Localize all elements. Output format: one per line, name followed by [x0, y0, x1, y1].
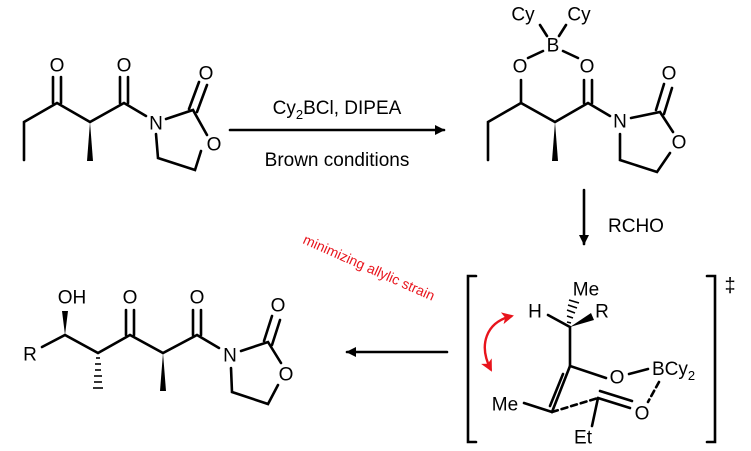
- atom-label: O: [662, 64, 677, 85]
- atom-label: N: [613, 112, 627, 133]
- starting-material: O O N O O: [22, 56, 222, 172]
- atom-label: OH: [58, 288, 87, 309]
- atom-label: O: [199, 64, 214, 85]
- atom-label: O: [123, 288, 138, 309]
- atom-label: N: [223, 346, 237, 367]
- atom-label: R: [23, 345, 37, 366]
- atom-label: O: [610, 368, 625, 389]
- atom-label: Cy: [567, 5, 591, 26]
- atom-label: Et: [574, 428, 593, 449]
- allylic-strain-annotation: minimizing allylic strain: [301, 231, 438, 304]
- transition-state: ‡ Me H R O BCy2 O Me Et: [466, 274, 736, 449]
- atom-label-bcy2: BCy2: [652, 359, 695, 383]
- boron-enolate-intermediate: Cy Cy B O O N O O: [486, 5, 687, 174]
- double-dagger: ‡: [724, 275, 735, 297]
- atom-label: O: [207, 135, 222, 156]
- atom-label: O: [580, 57, 595, 78]
- atom-label: O: [635, 404, 650, 425]
- step1-conditions: Brown conditions: [265, 150, 410, 171]
- atom-label: O: [271, 296, 286, 317]
- step2-reagent: RCHO: [608, 216, 664, 237]
- atom-label: H: [528, 302, 542, 323]
- atom-label: R: [595, 302, 609, 323]
- step1-reagents: Cy2BCl, DIPEA: [273, 98, 402, 122]
- atom-label: O: [279, 365, 294, 386]
- bracket-right: [705, 274, 717, 444]
- atom-label: O: [513, 57, 528, 78]
- atom-label: Me: [573, 280, 599, 301]
- atom-label: O: [190, 288, 205, 309]
- atom-label: O: [50, 56, 65, 77]
- atom-label: O: [672, 133, 687, 154]
- atom-label: Me: [492, 395, 518, 416]
- aldol-product: R OH O O N O O: [23, 288, 294, 406]
- red-curved-double-arrow: [481, 312, 514, 372]
- atom-label: B: [547, 36, 560, 57]
- atom-label: Cy: [511, 5, 535, 26]
- atom-label: O: [117, 56, 132, 77]
- atom-label: N: [149, 114, 163, 135]
- bracket-left: [466, 274, 478, 444]
